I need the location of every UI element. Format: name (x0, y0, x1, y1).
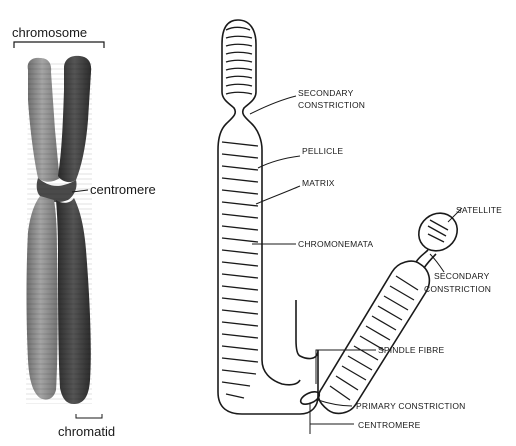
label-secondary-constriction-2b: CONSTRICTION (424, 284, 491, 294)
chromatid-lower-left (27, 196, 58, 400)
chromosome-label: chromosome (12, 25, 87, 40)
coil-upper-bulb (226, 27, 252, 94)
left-chromosome: chromosome centromere chromatid (12, 25, 156, 439)
long-arm-outline (218, 20, 318, 414)
short-arm-outline (319, 261, 430, 413)
chromatid-upper-left (28, 58, 60, 182)
right-labels: SECONDARY CONSTRICTION PELLICLE MATRIX C… (298, 88, 502, 430)
label-chromonemata: CHROMONEMATA (298, 239, 373, 249)
label-pellicle: PELLICLE (302, 146, 343, 156)
chromatid-lower-right (56, 198, 91, 404)
leader-secondary-constriction-1 (250, 96, 296, 114)
satellite-stalk (416, 250, 436, 268)
label-secondary-constriction-2a: SECONDARY (434, 271, 490, 281)
chromatid-label: chromatid (58, 424, 115, 439)
chromatid-upper-right (58, 56, 91, 182)
chromatid-bracket (76, 414, 102, 418)
label-satellite: SATELLITE (456, 205, 502, 215)
coil-short-arm (330, 276, 418, 400)
label-matrix: MATRIX (302, 178, 335, 188)
leader-pellicle (258, 156, 300, 168)
chromosome-bracket (14, 42, 104, 48)
coil-satellite (428, 220, 448, 242)
label-primary-constriction: PRIMARY CONSTRICTION (356, 401, 465, 411)
label-spindle-fibre: SPINDLE FIBRE (378, 345, 444, 355)
leader-centromere (310, 404, 354, 434)
label-centromere-right: CENTROMERE (358, 420, 421, 430)
label-secondary-constriction-1b: CONSTRICTION (298, 100, 365, 110)
centromere-label: centromere (90, 182, 156, 197)
coil-long-body (222, 142, 258, 398)
leader-secondary-constriction-2 (430, 254, 444, 272)
label-secondary-constriction-1a: SECONDARY (298, 88, 354, 98)
